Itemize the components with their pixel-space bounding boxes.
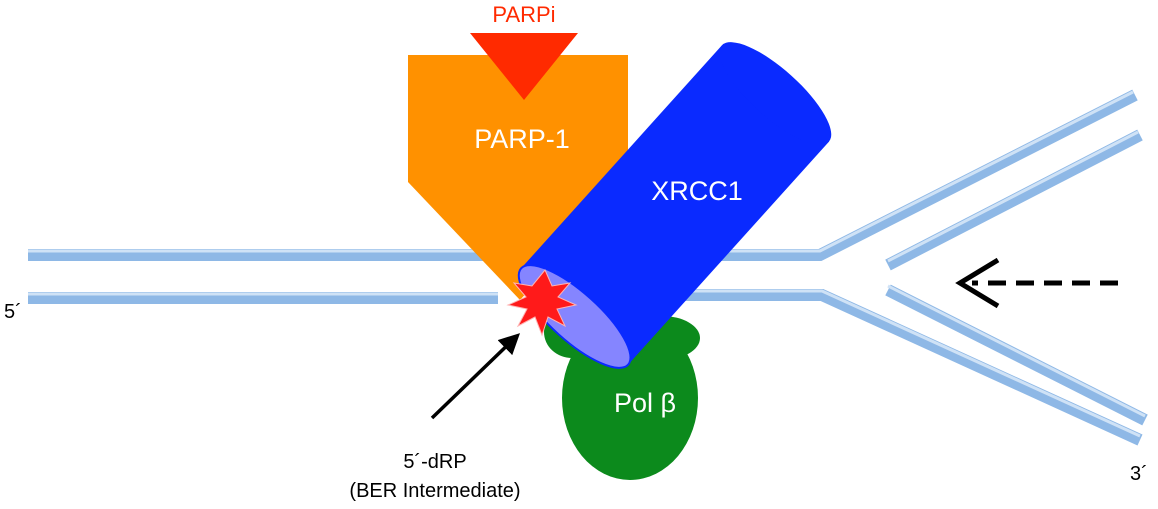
- fork-inner-lower-highlight: [887, 284, 1146, 418]
- dna-top-strand: [28, 89, 1138, 261]
- fork-inner-upper-strand: [885, 129, 1143, 271]
- dna-top-strand-highlight: [28, 90, 1134, 253]
- fork-direction-arrowhead: [955, 257, 1000, 309]
- parp1-label: PARP-1: [474, 124, 570, 154]
- lesion-starburst: [506, 269, 578, 337]
- parpi-triangle: [470, 33, 578, 100]
- dna-bottom-strand-right: [660, 289, 1143, 446]
- fork-inner-lower-strand: [885, 284, 1148, 426]
- drp-label-line2: (BER Intermediate): [349, 480, 520, 502]
- parpi-label: PARPi: [492, 2, 555, 27]
- drp-pointer-arrow: [430, 333, 521, 420]
- polb-label: Pol β: [614, 388, 676, 418]
- xrcc1-label: XRCC1: [651, 176, 743, 206]
- drp-label-line1: 5´-dRP: [403, 451, 466, 473]
- dna-bottom-strand-right-highlight: [660, 289, 1141, 438]
- five-prime-label: 5´: [4, 301, 22, 323]
- fork-inner-upper-highlight: [887, 130, 1139, 263]
- three-prime-label: 3´: [1130, 463, 1148, 485]
